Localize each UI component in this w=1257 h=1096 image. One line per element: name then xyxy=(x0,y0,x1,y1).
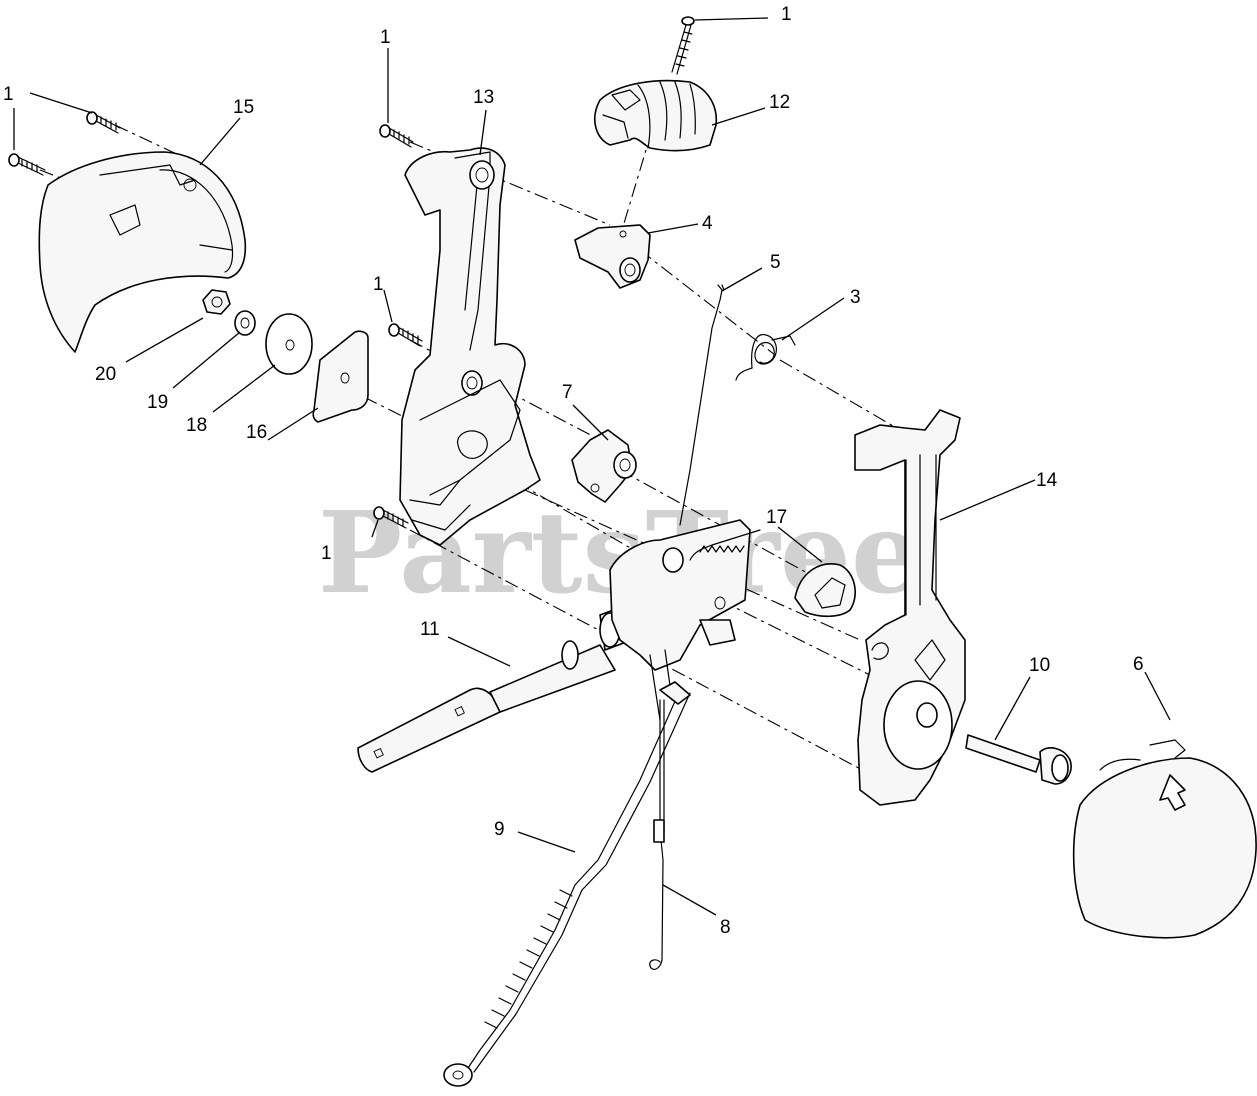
callout-17: 17 xyxy=(766,507,787,528)
callout-15: 15 xyxy=(233,97,254,118)
callout-5: 5 xyxy=(770,252,781,273)
callout-18: 18 xyxy=(186,415,207,436)
left-shield-part-15 xyxy=(38,151,247,353)
cable-part-9 xyxy=(443,681,691,1087)
cable-part-8 xyxy=(649,699,665,970)
washer-part-18 xyxy=(265,313,313,375)
callout-1c: 1 xyxy=(781,4,792,25)
screw-part-1-d xyxy=(388,323,423,347)
callout-10: 10 xyxy=(1029,655,1050,676)
bolt-part-10 xyxy=(965,734,1072,785)
callout-6: 6 xyxy=(1133,654,1144,675)
cam-part-17 xyxy=(794,563,856,618)
screw-part-1-a xyxy=(8,153,46,176)
screw-part-1-e xyxy=(373,506,409,529)
lock-washer-part-19 xyxy=(234,310,256,336)
screw-part-1-b xyxy=(86,111,121,134)
callout-8: 8 xyxy=(720,917,731,938)
screw-part-1-c xyxy=(379,124,414,148)
callout-9: 9 xyxy=(494,819,505,840)
callout-11: 11 xyxy=(420,619,440,640)
callout-12: 12 xyxy=(769,92,790,113)
plate-part-16 xyxy=(312,330,369,423)
callout-1b: 1 xyxy=(380,27,391,48)
callout-labels: 1 1 1 1 1 1 3 4 5 6 7 8 9 10 11 12 13 14… xyxy=(3,4,1144,938)
screw-part-1-f xyxy=(671,16,695,75)
central-bracket xyxy=(609,519,761,721)
callout-1d: 1 xyxy=(373,274,384,295)
bracket-part-4 xyxy=(574,224,651,289)
knob-part-12 xyxy=(594,79,718,152)
right-shield-part-6 xyxy=(1072,739,1257,939)
callout-20: 20 xyxy=(95,364,116,385)
callout-1a: 1 xyxy=(3,84,14,105)
callout-3: 3 xyxy=(850,287,861,308)
callout-1e: 1 xyxy=(321,543,332,564)
clip-part-7 xyxy=(571,429,637,503)
callout-14: 14 xyxy=(1036,470,1058,491)
nut-part-20 xyxy=(202,289,231,315)
callout-7: 7 xyxy=(562,382,573,403)
lever-housing-part-13 xyxy=(399,147,541,546)
lever-housing-part-14 xyxy=(854,409,966,806)
leader-lines xyxy=(13,17,1171,916)
callout-19: 19 xyxy=(147,392,168,413)
shaft-part-11 xyxy=(357,599,650,773)
spring-part-3 xyxy=(735,334,796,381)
callout-4: 4 xyxy=(702,213,713,234)
callout-13: 13 xyxy=(473,87,494,108)
rod-part-5 xyxy=(679,284,725,526)
callout-16: 16 xyxy=(246,422,267,443)
